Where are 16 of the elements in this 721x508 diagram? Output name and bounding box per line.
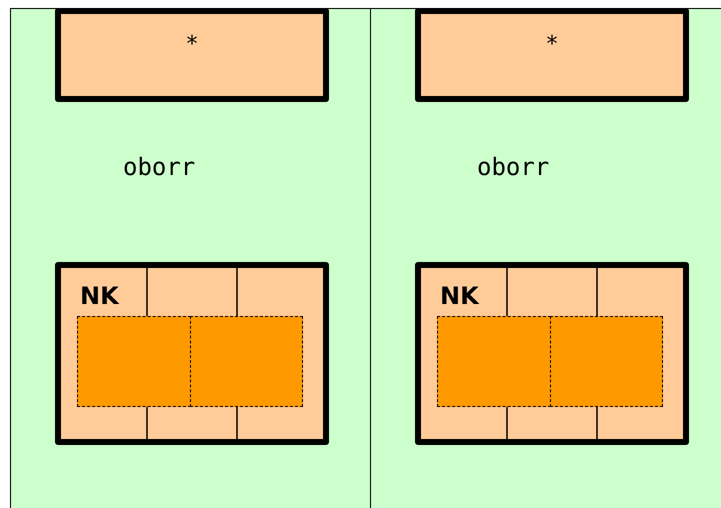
panel-background bbox=[370, 8, 721, 508]
header-box bbox=[415, 8, 689, 102]
panel-background bbox=[10, 8, 372, 508]
box-heading: NK bbox=[80, 284, 119, 308]
asterisk-text: * bbox=[545, 32, 559, 57]
asterisk-text: * bbox=[185, 32, 199, 57]
grid-box bbox=[415, 262, 689, 445]
panel-label: oborr bbox=[477, 155, 550, 179]
dashed-block bbox=[550, 316, 663, 407]
dashed-block bbox=[190, 316, 303, 407]
grid-box bbox=[55, 262, 329, 445]
dashed-block bbox=[437, 316, 551, 407]
header-box bbox=[55, 8, 329, 102]
panel-label: oborr bbox=[123, 155, 196, 179]
box-heading: NK bbox=[440, 284, 479, 308]
dashed-block bbox=[77, 316, 191, 407]
